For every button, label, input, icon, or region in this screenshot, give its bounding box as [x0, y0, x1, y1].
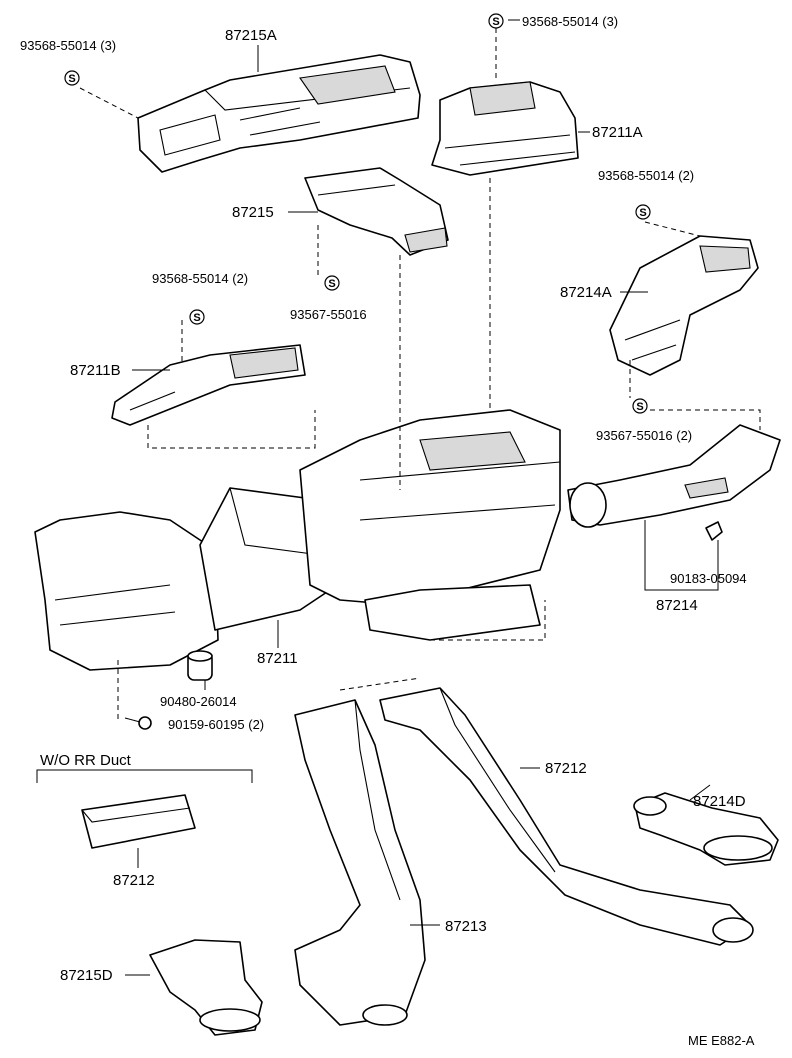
part-87212-duct[interactable]	[379, 687, 754, 946]
label-bolt-90159: 90159-60195 (2)	[168, 717, 264, 732]
screw-symbol-icon: S	[64, 70, 80, 86]
label-footer-code: ME E882-A	[688, 1033, 755, 1048]
leader-lines	[36, 19, 719, 976]
part-labels: 93568-55014 (3) 87215A 93568-55014 (3) 8…	[20, 14, 755, 1048]
grommet-90480-26014[interactable]	[187, 650, 213, 681]
label-87215: 87215	[232, 204, 274, 221]
part-87214-duct[interactable]	[567, 424, 781, 528]
label-grommet-90480: 90480-26014	[160, 694, 237, 709]
svg-text:S: S	[328, 278, 335, 290]
part-87215D-duct[interactable]	[149, 939, 263, 1036]
label-screw-center: 93567-55016	[290, 307, 367, 322]
part-87213-duct[interactable]	[294, 699, 426, 1026]
screw-symbol-icon: S	[635, 204, 651, 220]
label-screw-left-2: 93568-55014 (2)	[152, 271, 248, 286]
label-screw-right-2: 93568-55014 (2)	[598, 168, 694, 183]
clip-90183-05094[interactable]	[705, 521, 723, 541]
assembly-dashed-lines	[79, 28, 761, 720]
part-87215-duct[interactable]	[304, 167, 449, 256]
label-87215D: 87215D	[60, 967, 113, 984]
screw-symbol-icon: S	[632, 398, 648, 414]
label-87214D: 87214D	[693, 793, 746, 810]
label-87212: 87212	[545, 760, 587, 777]
screw-symbol-icon: S	[324, 275, 340, 291]
label-87211B: 87211B	[70, 362, 121, 379]
part-87215A-duct[interactable]	[137, 54, 421, 173]
label-87214: 87214	[656, 597, 698, 614]
svg-text:S: S	[193, 312, 200, 324]
bolt-90159-60195[interactable]	[124, 716, 152, 730]
label-87211A: 87211A	[592, 124, 643, 141]
part-87212-inset-block[interactable]	[81, 794, 196, 849]
screw-symbol-icon: S	[189, 309, 205, 325]
label-screw-right-lower: 93567-55016 (2)	[596, 428, 692, 443]
label-screw-top-right: 93568-55014 (3)	[522, 14, 618, 29]
label-87215A: 87215A	[225, 27, 277, 44]
part-87214D-duct[interactable]	[633, 792, 779, 866]
label-87213: 87213	[445, 918, 487, 935]
label-87212-inset: 87212	[113, 872, 155, 889]
label-screw-top-left: 93568-55014 (3)	[20, 38, 116, 53]
part-87211A-duct[interactable]	[431, 81, 579, 176]
svg-text:S: S	[68, 73, 75, 85]
svg-text:S: S	[492, 16, 499, 28]
label-section-title: W/O RR Duct	[40, 752, 132, 769]
svg-text:S: S	[639, 207, 646, 219]
part-87214A-duct[interactable]	[609, 235, 759, 376]
label-87211: 87211	[257, 650, 298, 667]
heater-unit-assembly[interactable]	[34, 409, 561, 671]
label-clip-90183: 90183-05094	[670, 571, 747, 586]
screw-symbol-icon: S	[488, 13, 504, 29]
label-87214A: 87214A	[560, 284, 612, 301]
svg-text:S: S	[636, 401, 643, 413]
part-87211B-duct[interactable]	[111, 344, 306, 426]
